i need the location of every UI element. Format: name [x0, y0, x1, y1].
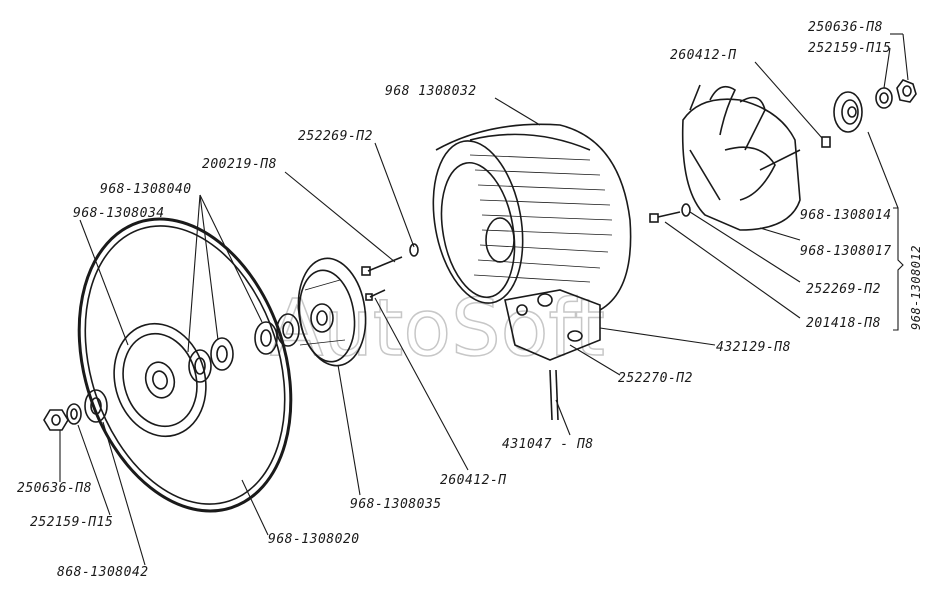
- bolt-201418-p8: [649, 211, 681, 223]
- bolt-200219-p8: [361, 256, 403, 276]
- label-252159-p15-top: 252159-П15: [808, 41, 891, 56]
- label-432129-p8: 432129-П8: [716, 340, 791, 355]
- labels: 968 1308032 252269-П2 200219-П8 968-1308…: [17, 20, 923, 580]
- bolt-260412-p-lower: [365, 289, 386, 301]
- label-431047-p8: 431047 - П8: [502, 437, 594, 452]
- pulley: [113, 322, 207, 438]
- label-200219-p8: 200219-П8: [202, 157, 277, 172]
- label-968-1308017: 968-1308017: [800, 244, 892, 259]
- leader-lines: [59, 33, 909, 566]
- label-252270-p2: 252270-П2: [618, 371, 693, 386]
- label-250636-p8-top: 250636-П8: [808, 20, 883, 35]
- washer-252159-p15-top: [875, 87, 893, 109]
- fan-housing-968-1308032: [432, 123, 632, 361]
- stud-431047-p8: [549, 369, 559, 421]
- belt: [77, 217, 293, 513]
- label-868-1308042: 868-1308042: [57, 565, 149, 580]
- washer-set-968-1308040: [188, 313, 300, 383]
- label-260412-p-top: 260412-П: [670, 48, 737, 63]
- label-252269-p2-right: 252269-П2: [806, 282, 881, 297]
- nut-250636-p8-top: [896, 79, 917, 103]
- label-968-1308032: 968 1308032: [385, 84, 477, 99]
- label-260412-p-bottom: 260412-П: [440, 473, 507, 488]
- front-cover-968-1308035: [297, 257, 367, 367]
- label-968-1308012: 968-1308012: [909, 245, 923, 330]
- nut-250636-p8-bottom: [43, 409, 69, 431]
- label-252159-p15-bottom: 252159-П15: [30, 515, 113, 530]
- label-968-1308034: 968-1308034: [73, 206, 165, 221]
- label-968-1308035: 968-1308035: [350, 497, 442, 512]
- hub-968-1308014: [833, 91, 863, 133]
- washer-252269-p2-top: [409, 243, 419, 257]
- label-968-1308020: 968-1308020: [268, 532, 360, 547]
- label-968-1308040: 968-1308040: [100, 182, 192, 197]
- group-bracket: [893, 207, 904, 331]
- label-252269-p2-top: 252269-П2: [298, 129, 373, 144]
- fan-impeller-968-1308017: [681, 84, 801, 231]
- label-201418-p8: 201418-П8: [806, 316, 881, 331]
- watermark: AutoSoft: [270, 284, 605, 374]
- washer-252269-p2-right: [681, 203, 691, 217]
- pin-260412-p-top: [821, 136, 831, 148]
- label-250636-p8-bottom: 250636-П8: [17, 481, 92, 496]
- washer-868-1308042: [84, 389, 108, 423]
- label-968-1308014: 968-1308014: [800, 208, 892, 223]
- washer-252159-p15-bottom: [66, 403, 82, 425]
